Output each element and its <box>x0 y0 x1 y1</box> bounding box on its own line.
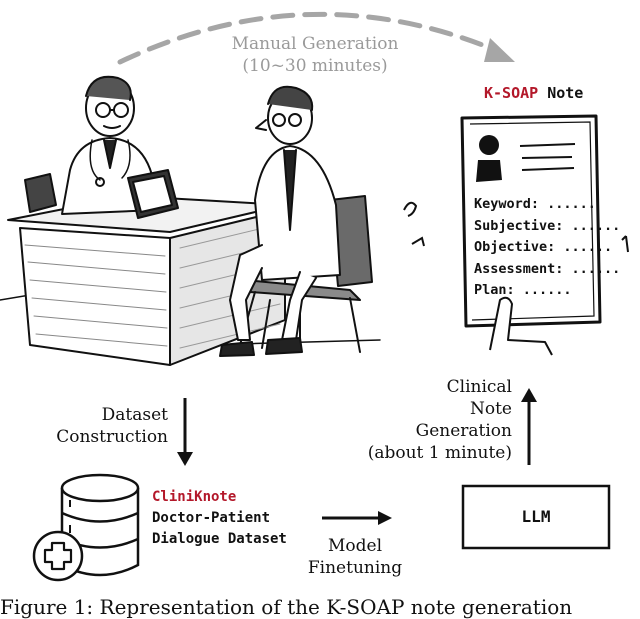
dataset-construction-label: Dataset Construction <box>20 404 168 448</box>
model-finetuning-line2: Finetuning <box>307 558 403 578</box>
note-generation-arrow <box>521 388 537 465</box>
note-fields: Keyword: ...... Subjective: ...... Objec… <box>474 194 620 302</box>
manual-generation-label: Manual Generation (10~30 minutes) <box>200 33 430 77</box>
dataset-brand: CliniKnote <box>152 489 237 505</box>
note-field-plan: Plan: ...... <box>474 282 572 298</box>
avatar-body-icon <box>476 160 502 182</box>
note-field-subjective: Subjective: ...... <box>474 217 621 234</box>
model-finetuning-line1: Model <box>327 536 383 556</box>
note-generation-label: Clinical Note Generation (about 1 minute… <box>330 376 512 464</box>
dataset-line3: Dialogue Dataset <box>152 531 287 547</box>
note-generation-line2: Note <box>469 399 512 419</box>
avatar-head-icon <box>479 135 499 155</box>
llm-box <box>461 484 611 550</box>
doctor-patient-illustration <box>0 75 381 366</box>
note-tablet <box>403 114 629 356</box>
note-generation-line1: Clinical <box>446 377 512 397</box>
note-generation-line4: (about 1 minute) <box>367 443 512 463</box>
note-field-assessment: Assessment: ...... <box>474 260 621 277</box>
dataset-construction-line1: Dataset <box>101 405 168 425</box>
note-field-keyword: Keyword: ...... <box>474 196 596 212</box>
dataset-line2: Doctor-Patient <box>152 510 271 526</box>
model-finetuning-label: Model Finetuning <box>290 535 420 579</box>
manual-generation-line2: (10~30 minutes) <box>242 56 388 76</box>
plus-circle-icon <box>32 530 84 582</box>
note-title: K-SOAP Note <box>484 84 583 102</box>
database-icon <box>60 473 140 577</box>
note-field-objective: Objective: ...... <box>474 239 613 255</box>
dataset-construction-line2: Construction <box>56 427 168 447</box>
dataset-label: CliniKnote Doctor-Patient Dialogue Datas… <box>152 487 287 550</box>
note-title-rest: Note <box>538 84 584 102</box>
note-generation-line3: Generation <box>415 421 512 441</box>
dataset-construction-arrow <box>177 398 193 466</box>
llm-label: LLM <box>521 507 551 526</box>
note-title-brand: K-SOAP <box>484 84 539 102</box>
manual-generation-line1: Manual Generation <box>231 34 399 54</box>
model-finetuning-arrow <box>322 511 392 525</box>
doctor-figure <box>61 75 179 219</box>
figure-caption: Figure 1: Representation of the K-SOAP n… <box>0 595 573 619</box>
manual-generation-arrow <box>117 11 515 65</box>
patient-figure <box>219 85 341 357</box>
